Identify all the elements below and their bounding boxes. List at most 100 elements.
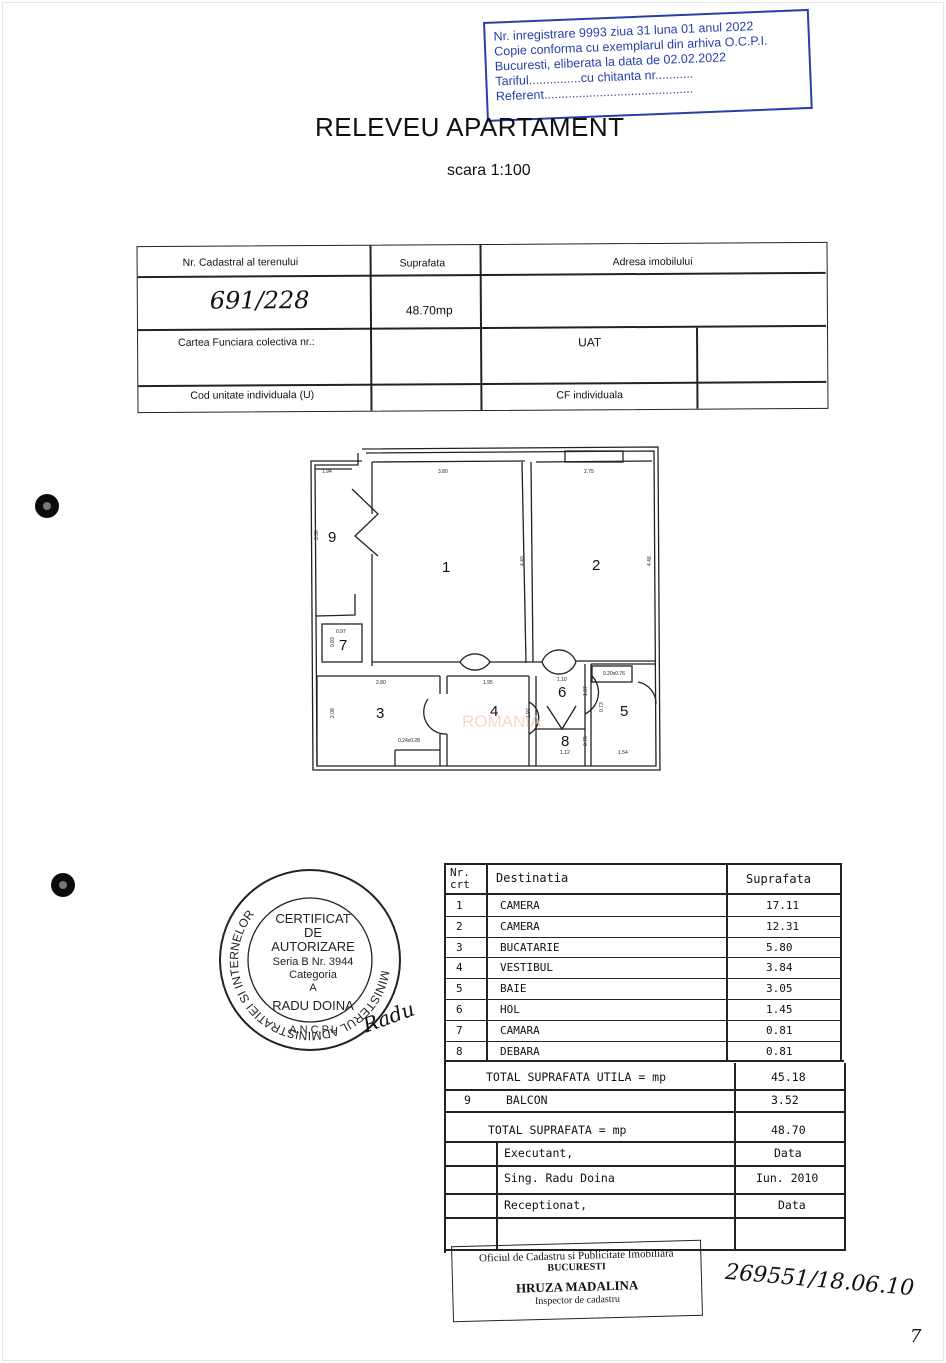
total-label: TOTAL SUPRAFATA = mp bbox=[488, 1123, 627, 1137]
room-label-2: 2 bbox=[592, 557, 600, 574]
cadastral-area: 48.70mp bbox=[405, 303, 453, 318]
dim-label: 0.83 bbox=[330, 637, 336, 647]
executant-data-label: Data bbox=[774, 1146, 802, 1160]
executant-label: Executant, bbox=[504, 1146, 574, 1160]
total-utila-value: 45.18 bbox=[771, 1070, 806, 1084]
uat-label: UAT bbox=[578, 335, 602, 350]
balcon-value: 3.52 bbox=[771, 1093, 799, 1107]
row-destinatia: BAIE bbox=[500, 982, 527, 996]
dim-label: 0.97 bbox=[336, 629, 346, 635]
ocpi-inspector-stamp: Oficiul de Cadastru si Publicitate Imobi… bbox=[451, 1239, 703, 1323]
dim-label: 1.54 bbox=[618, 750, 628, 756]
header-nr: Nr. bbox=[450, 866, 470, 879]
header-destinatia: Destinatia bbox=[496, 871, 569, 885]
room-label-1: 1 bbox=[442, 559, 450, 576]
dim-label: 2.75 bbox=[584, 469, 594, 475]
row-nr: 1 bbox=[456, 899, 463, 912]
row-suprafata: 3.05 bbox=[766, 982, 793, 996]
seal-line-3: AUTORIZARE bbox=[271, 939, 355, 954]
dim-label: 1.10 bbox=[557, 677, 567, 683]
receptionat-data-label: Data bbox=[778, 1198, 806, 1212]
row-suprafata: 0.81 bbox=[766, 1023, 793, 1037]
carte-funciara-label: Cartea Funciara colectiva nr.: bbox=[178, 336, 315, 349]
cod-unitate-label: Cod unitate individuala (U) bbox=[190, 389, 315, 402]
dim-label: 4.48 bbox=[647, 556, 653, 566]
page-number: 7 bbox=[910, 1326, 922, 1347]
header-nr-cadastral: Nr. Cadastral al terenului bbox=[182, 256, 299, 269]
room-label-5: 5 bbox=[620, 703, 628, 720]
dim-label: 0.20x0.76 bbox=[603, 671, 625, 677]
document-title: RELEVEU APARTAMENT bbox=[315, 112, 625, 142]
row-nr: 3 bbox=[456, 940, 463, 954]
dim-label: 1.97 bbox=[526, 708, 532, 718]
certification-seal: MINISTERUL ADMINISTRATIEI SI INTERNELOR … bbox=[216, 869, 401, 1054]
dim-label: 1.12 bbox=[560, 750, 570, 756]
room-label-6: 6 bbox=[558, 684, 566, 701]
room-label-7: 7 bbox=[339, 637, 347, 654]
dim-label: 2.80 bbox=[376, 680, 386, 686]
receptionat-label: Receptionat, bbox=[504, 1198, 588, 1212]
dim-label: 1.95 bbox=[483, 680, 493, 686]
total-utila-label: TOTAL SUPRAFATA UTILA = mp bbox=[486, 1070, 667, 1084]
balcon-label: BALCON bbox=[506, 1093, 548, 1107]
floor-plan: 1 2 3 4 5 6 7 8 9 1.94 3.80 2.75 3.30 4.… bbox=[310, 446, 661, 771]
row-nr: 4 bbox=[456, 961, 463, 975]
header-suprafata: Suprafata bbox=[746, 872, 812, 886]
seal-line-1: CERTIFICAT bbox=[275, 911, 350, 926]
seal-line-5: Categoria bbox=[289, 969, 338, 981]
row-destinatia: VESTIBUL bbox=[500, 961, 553, 975]
header-suprafata: Suprafata bbox=[399, 257, 446, 270]
dim-label: 4.49 bbox=[520, 556, 526, 566]
seal-line-7: RADU DOINA bbox=[272, 998, 354, 1013]
cf-individuala-label: CF individuala bbox=[556, 389, 623, 402]
seal-line-2: DE bbox=[304, 925, 322, 940]
row-nr: 2 bbox=[456, 919, 463, 933]
punch-hole-top bbox=[35, 494, 59, 518]
punch-hole-bottom bbox=[51, 873, 75, 897]
ocpi-copy-stamp: Nr. inregistrare 9993 ziua 31 luna 01 an… bbox=[483, 8, 813, 122]
row-destinatia: DEBARA bbox=[500, 1044, 540, 1058]
header-adresa: Adresa imobilului bbox=[612, 255, 693, 269]
cadastral-number: 691/228 bbox=[209, 286, 310, 315]
row-destinatia: CAMERA bbox=[500, 919, 540, 933]
dim-label: 0.73 bbox=[599, 702, 605, 712]
dim-label: 1.94 bbox=[322, 469, 332, 475]
row-nr: 5 bbox=[456, 982, 463, 996]
row-suprafata: 17.11 bbox=[766, 899, 800, 912]
dim-label: 1.37 bbox=[583, 686, 589, 696]
row-suprafata: 3.84 bbox=[766, 961, 793, 975]
row-suprafata: 1.45 bbox=[766, 1003, 793, 1016]
header-crt: crt bbox=[450, 878, 470, 891]
row-nr: 6 bbox=[456, 1003, 463, 1016]
row-suprafata: 12.31 bbox=[766, 919, 800, 933]
dim-label: 0.75 bbox=[583, 736, 589, 746]
cadastral-table: Nr. Cadastral al terenului Suprafata Adr… bbox=[136, 241, 829, 414]
seal-line-6: A bbox=[309, 982, 317, 994]
executant-date: Iun. 2010 bbox=[756, 1171, 819, 1185]
dim-label: 3.80 bbox=[438, 469, 448, 475]
row-destinatia: CAMARA bbox=[500, 1023, 540, 1037]
total-value: 48.70 bbox=[771, 1123, 806, 1137]
row-destinatia: CAMERA bbox=[500, 899, 540, 912]
row-nr: 7 bbox=[456, 1023, 463, 1037]
row-nr: 8 bbox=[456, 1044, 463, 1058]
row-destinatia: BUCATARIE bbox=[500, 940, 560, 954]
row-suprafata: 5.80 bbox=[766, 940, 793, 954]
balcon-nr: 9 bbox=[464, 1093, 471, 1107]
room-label-3: 3 bbox=[376, 705, 384, 722]
watermark-text: ROMANIA bbox=[462, 712, 542, 731]
room-label-9: 9 bbox=[328, 529, 336, 546]
dim-label: 2.08 bbox=[330, 708, 336, 718]
document-scale: scara 1:100 bbox=[447, 162, 531, 179]
executant-name: Sing. Radu Doina bbox=[504, 1171, 615, 1185]
row-suprafata: 0.81 bbox=[766, 1044, 793, 1058]
dim-label: 3.30 bbox=[314, 530, 320, 540]
room-label-4: 4 bbox=[490, 703, 498, 720]
dim-label: 0.24x0.28 bbox=[398, 738, 420, 744]
seal-line-8: A.N.C.P.I. bbox=[289, 1024, 336, 1036]
row-destinatia: HOL bbox=[500, 1003, 520, 1016]
seal-line-4: Seria B Nr. 3944 bbox=[273, 956, 354, 968]
room-label-8: 8 bbox=[561, 733, 569, 750]
